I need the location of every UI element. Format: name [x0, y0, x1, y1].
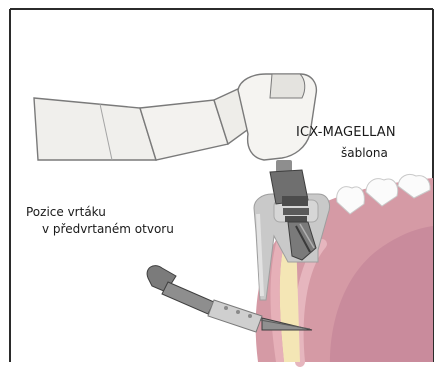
drill-position-label-line1: Pozice vrtáku [26, 205, 106, 219]
guide-name-label: ICX-MAGELLAN [296, 125, 396, 140]
handpiece [34, 74, 316, 160]
guide-type-label: šablona [341, 146, 388, 160]
drill-position-label-line2: v předvrtaném otvoru [42, 222, 174, 236]
